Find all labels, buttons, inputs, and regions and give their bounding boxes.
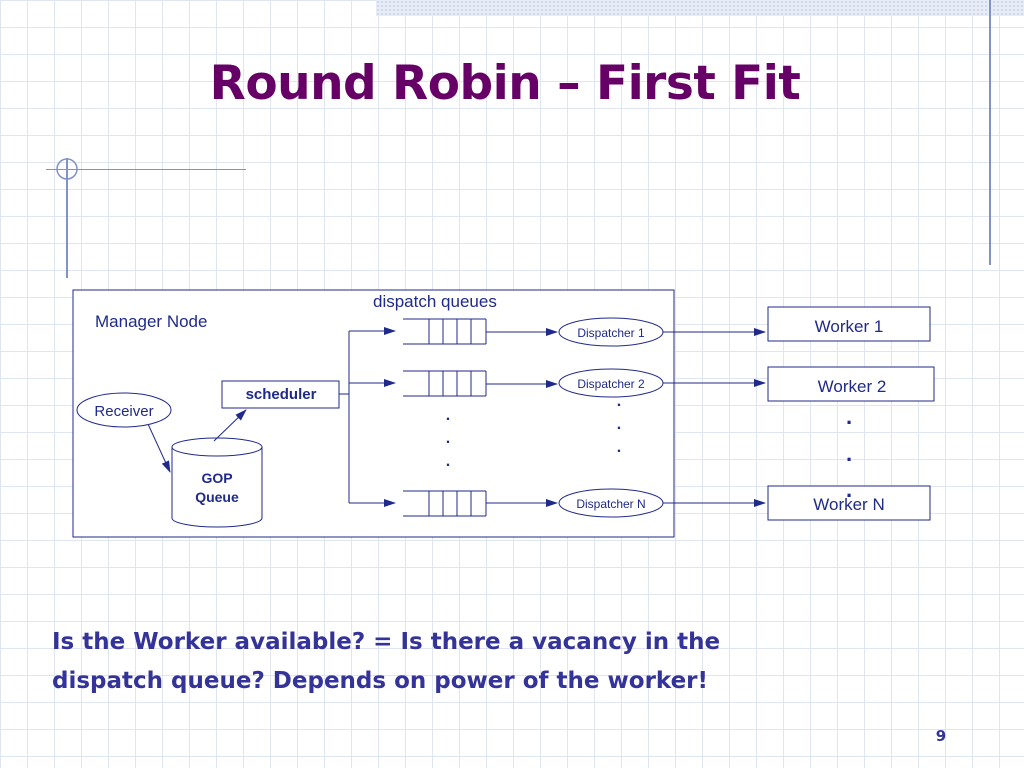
worker-1-label: Worker 1 <box>815 317 884 336</box>
scheduler-label: scheduler <box>246 386 317 403</box>
receiver-node <box>76 392 172 428</box>
worker-n-label: Worker N <box>813 495 884 514</box>
crosshair-ornament <box>56 158 78 180</box>
worker-2-label: Worker 2 <box>818 377 887 396</box>
receiver-to-gop-arrow <box>147 423 171 473</box>
left-vertical-rule <box>66 158 68 278</box>
receiver-label: Receiver <box>94 403 153 420</box>
queue-ellipsis-dot-1: . <box>446 407 450 424</box>
left-horizontal-rule <box>46 169 246 170</box>
dispatcher-ellipsis-dot-3: . <box>617 439 621 456</box>
dispatch-queue-1 <box>403 318 487 345</box>
dispatcher-ellipsis-dot-2: . <box>617 416 621 433</box>
dispatcher-ellipsis-dot-1: . <box>617 393 621 410</box>
queue-ellipsis-dot-2: . <box>446 430 450 447</box>
slide-title: Round Robin – First Fit <box>209 56 801 111</box>
body-line-2: dispatch queue? Depends on power of the … <box>52 668 709 694</box>
dispatcher-1-label: Dispatcher 1 <box>577 326 645 340</box>
dispatcher-2-label: Dispatcher 2 <box>577 377 645 391</box>
slide-body-text: Is the Worker available? = Is there a va… <box>52 623 952 701</box>
worker-1-node <box>767 306 931 342</box>
right-vertical-rule <box>989 0 991 265</box>
dispatch-queue-2 <box>403 370 487 397</box>
gop-queue-label-line1: GOP <box>201 470 232 486</box>
gop-queue-node <box>171 437 263 528</box>
slide-number: 9 <box>935 727 947 745</box>
worker-ellipsis-dot-1: . <box>846 404 852 429</box>
worker-ellipsis-dot-3: . <box>846 477 852 502</box>
manager-node-label: Manager Node <box>95 312 207 331</box>
worker-n-node <box>767 485 931 521</box>
top-decorative-band <box>376 0 1024 16</box>
worker-2-node <box>767 366 935 402</box>
dispatcher-n-label: Dispatcher N <box>576 497 645 511</box>
body-line-1: Is the Worker available? = Is there a va… <box>52 629 721 655</box>
gop-to-scheduler-arrow <box>213 409 247 442</box>
worker-ellipsis-dot-2: . <box>846 441 852 466</box>
queue-ellipsis-dot-3: . <box>446 453 450 470</box>
gop-queue-label-line2: Queue <box>195 489 239 505</box>
dispatch-queues-label: dispatch queues <box>373 292 497 311</box>
